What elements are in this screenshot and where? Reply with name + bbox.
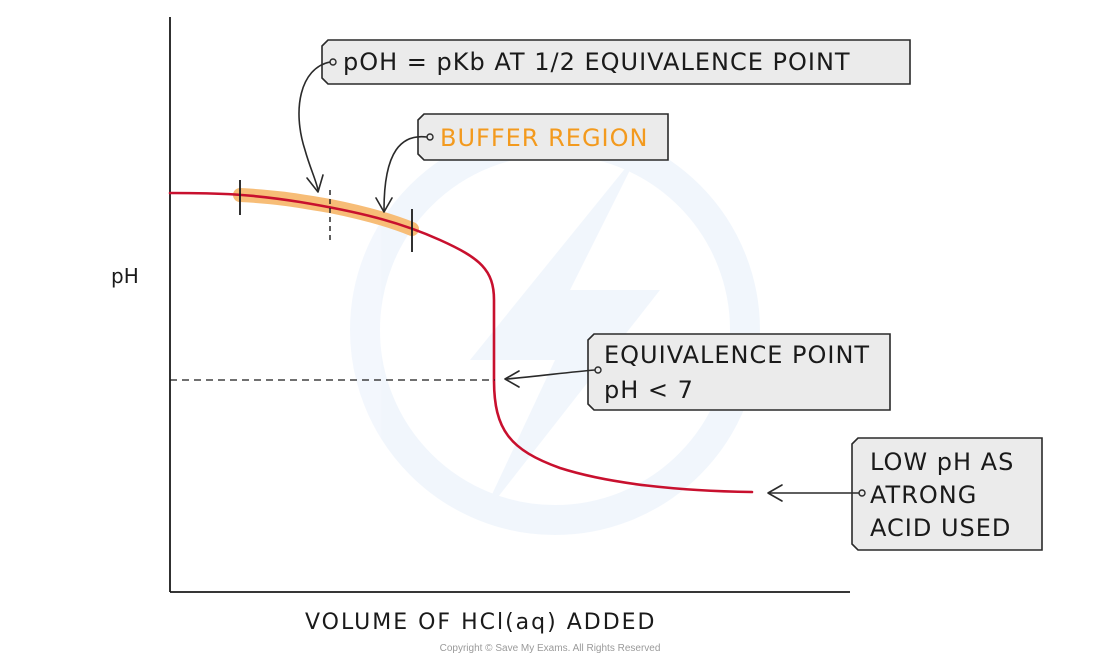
annotation-equivalence-point: EQUIVALENCE POINT pH < 7 bbox=[504, 333, 891, 411]
svg-text:pH < 7: pH < 7 bbox=[604, 376, 694, 404]
svg-text:BUFFER REGION: BUFFER REGION bbox=[440, 124, 648, 152]
watermark-logo bbox=[350, 125, 760, 535]
y-axis-label: pH bbox=[111, 264, 139, 288]
svg-text:EQUIVALENCE POINT: EQUIVALENCE POINT bbox=[604, 341, 870, 369]
annotation-low-ph: LOW pH AS ATRONG ACID USED bbox=[767, 437, 1043, 551]
svg-text:ACID USED: ACID USED bbox=[870, 514, 1011, 542]
titration-curve bbox=[168, 191, 754, 494]
copyright-notice: Copyright © Save My Exams. All Rights Re… bbox=[440, 643, 661, 654]
annotation-half-equivalence: pOH = pKb AT 1/2 EQUIVALENCE POINT bbox=[298, 39, 911, 193]
svg-text:LOW pH AS: LOW pH AS bbox=[870, 448, 1014, 476]
annotation-buffer-region: BUFFER REGION bbox=[375, 113, 669, 213]
svg-text:ATRONG: ATRONG bbox=[870, 481, 977, 509]
x-axis-label: VOLUME OF HCl(aq) ADDED bbox=[305, 610, 656, 635]
buffer-region-highlight bbox=[233, 188, 419, 236]
svg-text:pOH = pKb AT 1/2 EQUIVALENCE P: pOH = pKb AT 1/2 EQUIVALENCE POINT bbox=[343, 48, 851, 76]
